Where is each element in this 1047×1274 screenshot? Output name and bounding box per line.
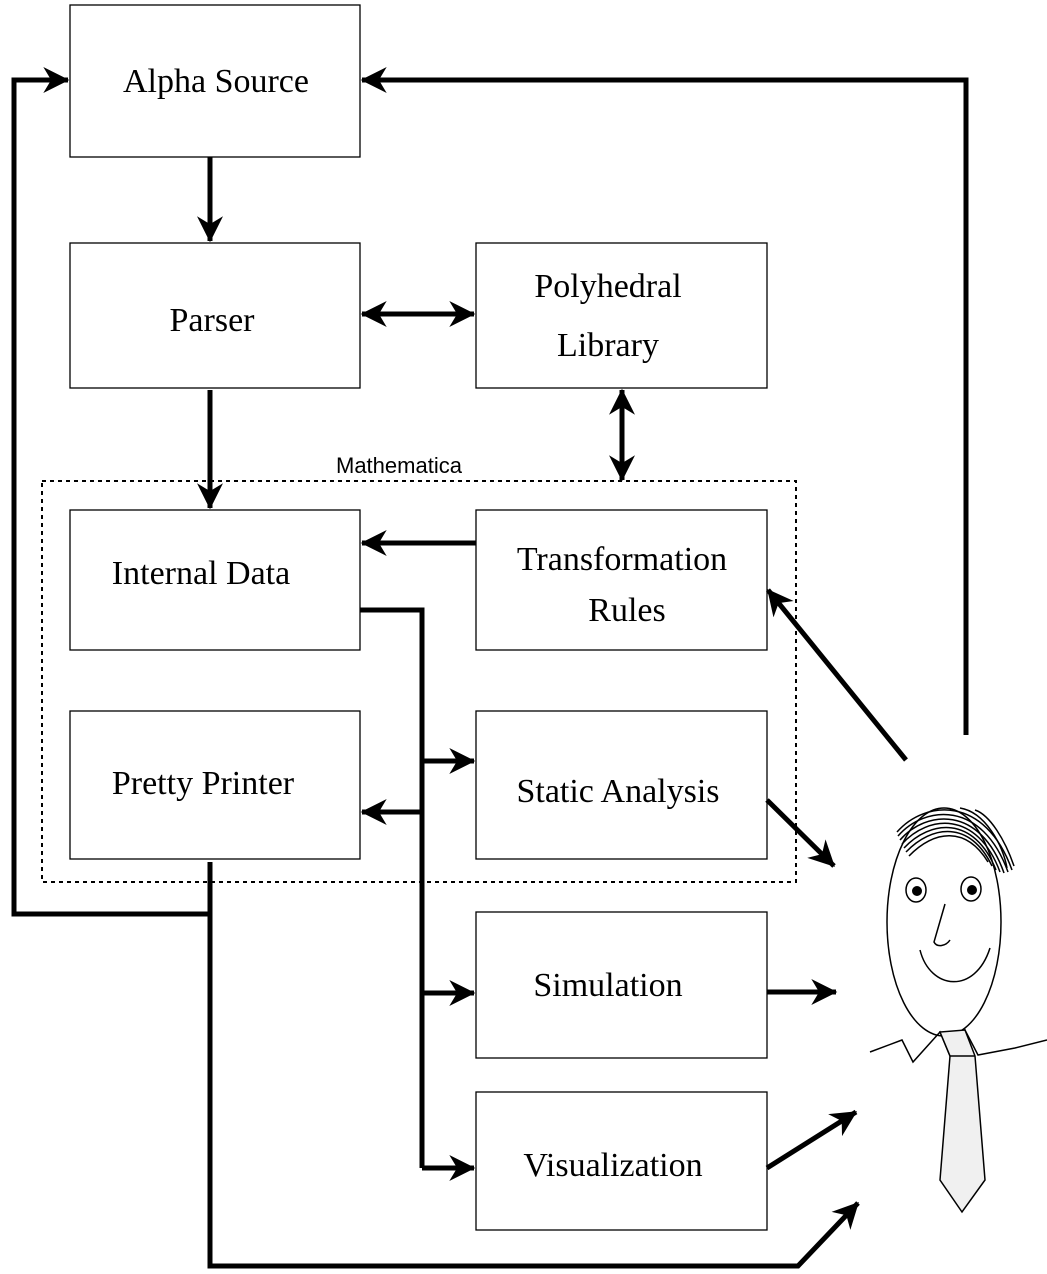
- visualization-box: Visualization: [475, 1091, 768, 1231]
- internal-data-distribution-line: [360, 607, 425, 1168]
- simulation-label: Simulation: [533, 967, 682, 1004]
- transformation-rules-label-line2: Rules: [588, 592, 665, 629]
- polyhedral-library-label-line1: Polyhedral: [534, 268, 681, 305]
- arrow-visualization-to-user: [765, 1109, 858, 1171]
- user-hair: [896, 807, 1015, 874]
- flow-arrows: [11, 67, 969, 1269]
- simulation-box: Simulation: [475, 911, 768, 1059]
- user-eyes: [905, 876, 982, 903]
- visualization-label: Visualization: [523, 1147, 702, 1184]
- parser-label: Parser: [170, 302, 256, 339]
- arrow-pretty-printer-feedback-to-alpha: [11, 67, 213, 917]
- arrow-static-analysis-to-user: [765, 798, 836, 868]
- transformation-rules-label-line1: Transformation: [517, 541, 727, 578]
- arrow-user-to-transformation-rules: [766, 588, 908, 762]
- internal-data-box: Internal Data: [69, 509, 361, 651]
- transformation-rules-box: Transformation Rules: [475, 509, 768, 651]
- parser-box: Parser: [69, 242, 361, 389]
- mathematica-group: Mathematica: [41, 453, 797, 883]
- pretty-printer-box: Pretty Printer: [69, 710, 361, 860]
- alpha-source-label: Alpha Source: [123, 63, 309, 100]
- user-figure: [869, 807, 1047, 1214]
- static-analysis-box: Static Analysis: [475, 710, 768, 860]
- arrow-pretty-printer-to-user: [207, 914, 860, 1269]
- polyhedral-library-label-line2: Library: [557, 327, 659, 364]
- user-nose: [933, 903, 951, 947]
- user-tie: [938, 1029, 986, 1214]
- alpha-source-box: Alpha Source: [69, 4, 361, 158]
- pretty-printer-label: Pretty Printer: [112, 765, 295, 802]
- internal-data-label: Internal Data: [112, 555, 290, 592]
- static-analysis-label: Static Analysis: [516, 773, 719, 810]
- arrow-user-to-alpha-source: [360, 67, 969, 735]
- mathematica-boundary: [41, 480, 797, 883]
- mathematica-label: Mathematica: [336, 453, 463, 478]
- user-mouth: [919, 947, 991, 983]
- polyhedral-library-box: Polyhedral Library: [475, 242, 768, 389]
